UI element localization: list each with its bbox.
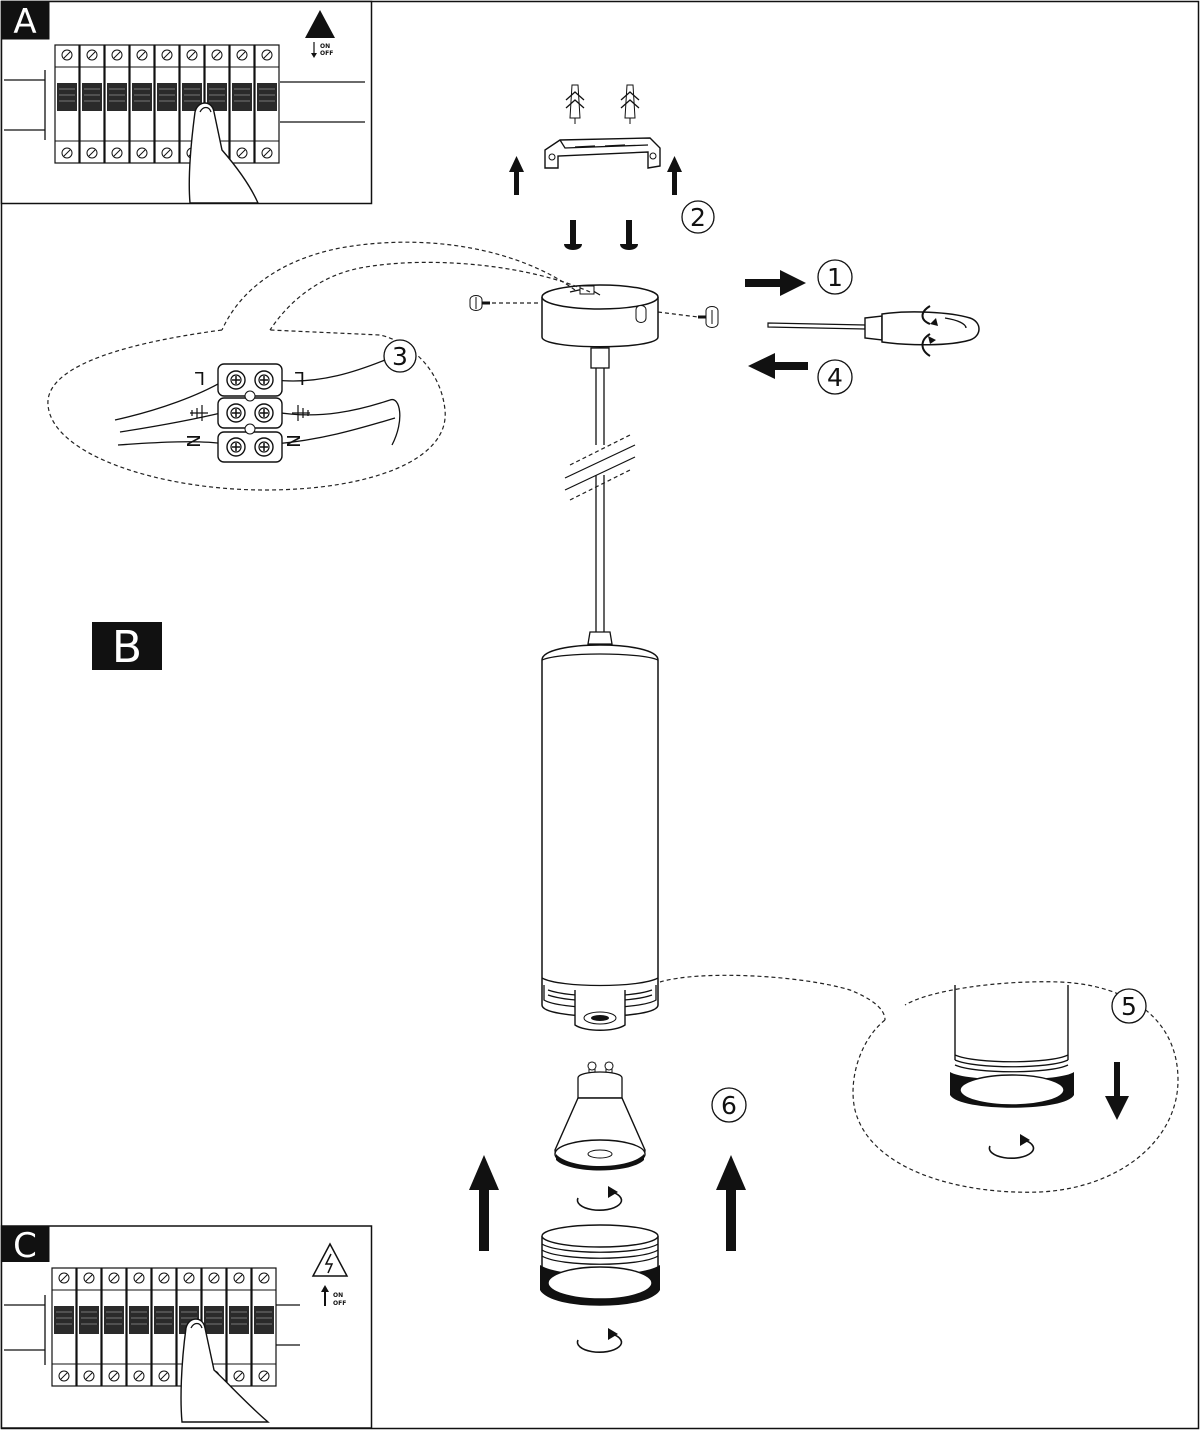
svg-text:5: 5 <box>1121 992 1137 1021</box>
wiring-detail-callout <box>47 241 591 491</box>
panel-c: C ON OFF <box>0 1225 373 1429</box>
bezel-detail-pendant <box>950 985 1129 1160</box>
panel-a: A ON OFF <box>0 0 373 205</box>
switch-on-indicator-c: ON OFF <box>321 1285 346 1307</box>
warning-triangle-icon <box>305 10 335 38</box>
svg-text:N: N <box>284 434 305 447</box>
panel-b-badge <box>92 622 162 670</box>
earth-symbol-right <box>292 405 310 421</box>
switch-off-indicator-a: ON OFF <box>311 42 333 58</box>
svg-text:L: L <box>295 367 305 388</box>
step-1-arrow <box>745 270 806 296</box>
bezel-removal-callout <box>659 974 1179 1193</box>
side-screw-left <box>469 295 540 311</box>
hand-panel-a <box>188 102 260 204</box>
high-voltage-warning-icon <box>311 1242 349 1277</box>
terminal-block <box>114 359 401 463</box>
panel-a-badge <box>1 1 50 40</box>
panel-b-letter: B <box>112 622 142 673</box>
step-1-marker: 1 <box>817 259 853 295</box>
svg-text:6: 6 <box>721 1091 737 1120</box>
svg-text:OFF: OFF <box>320 50 333 57</box>
svg-text:ON: ON <box>320 43 330 50</box>
svg-text:N: N <box>184 434 205 447</box>
svg-text:ON: ON <box>333 1292 343 1299</box>
step-6-arrow-left <box>469 1155 499 1251</box>
svg-text:1: 1 <box>827 263 843 292</box>
terminal-labels: L L N N <box>184 367 310 448</box>
panel-c-badge <box>1 1226 50 1262</box>
step-4-marker: 4 <box>817 359 853 395</box>
breaker-panel-a <box>4 44 365 164</box>
panel-a-letter: A <box>13 2 36 42</box>
step-6-marker: 6 <box>711 1087 747 1123</box>
step-6-arrow-right <box>716 1155 746 1251</box>
svg-text:OFF: OFF <box>333 1300 346 1307</box>
hand-panel-c <box>180 1318 270 1423</box>
side-screw-right <box>657 306 719 328</box>
rotate-arrow-icon-ring <box>576 1327 623 1354</box>
step-3-marker: 3 <box>383 339 417 373</box>
trim-ring <box>540 1224 660 1306</box>
panel-c-letter: C <box>13 1226 37 1266</box>
gu10-bulb <box>554 1061 646 1171</box>
svg-text:2: 2 <box>690 203 706 232</box>
svg-text:3: 3 <box>392 342 408 371</box>
ceiling-canopy <box>541 284 659 369</box>
wall-plugs <box>565 84 640 124</box>
rotate-arrow-icon-bulb <box>576 1185 623 1212</box>
pendant-body <box>541 631 659 1031</box>
svg-text:L: L <box>195 367 205 388</box>
earth-symbol-left <box>190 405 208 421</box>
screwdriver-icon <box>767 305 980 357</box>
up-arrow-right-bracket <box>667 156 682 195</box>
step-4-arrow <box>748 353 808 379</box>
mounting-bracket <box>544 137 661 169</box>
step-2-marker: 2 <box>681 200 715 234</box>
rotate-arrow-icon <box>988 1133 1035 1160</box>
up-arrow-left-bracket <box>509 156 524 195</box>
mounting-screws <box>564 220 638 250</box>
panel-b: B <box>92 622 162 673</box>
step-5-marker: 5 <box>1111 988 1147 1024</box>
breaker-panel-c <box>4 1267 300 1387</box>
svg-text:4: 4 <box>827 363 843 392</box>
suspension-cable <box>564 368 636 632</box>
